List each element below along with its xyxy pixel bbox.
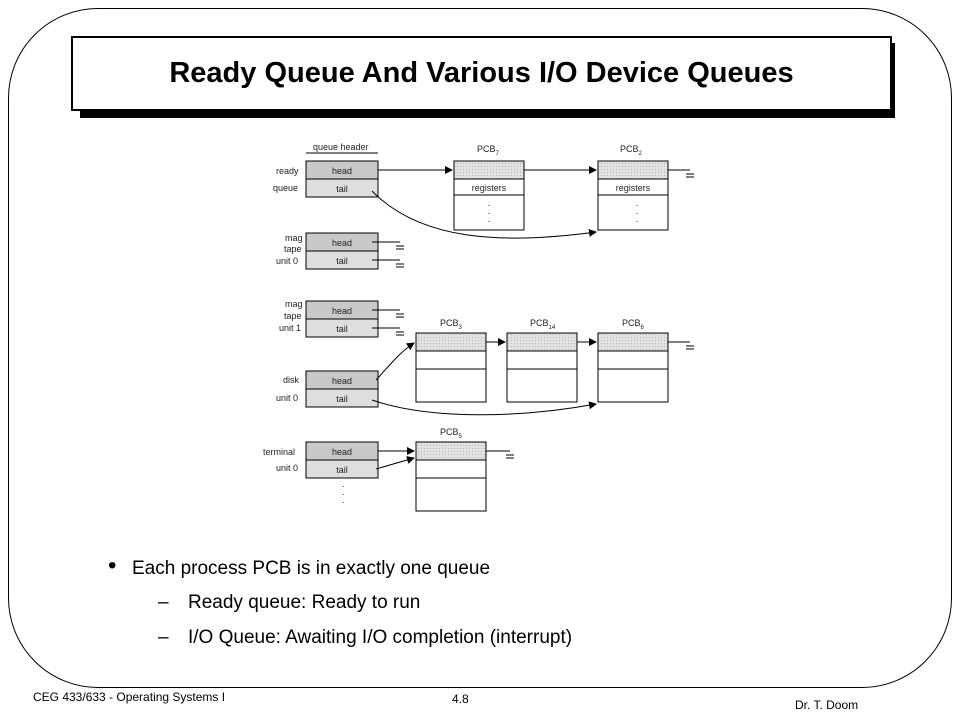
disk-tail-arrow — [371, 399, 597, 416]
pcb-5: PCB5 — [415, 427, 487, 512]
pcb-link-cell — [453, 160, 525, 180]
title-box: Ready Queue And Various I/O Device Queue… — [71, 36, 892, 111]
pcb-ellipsis: · — [487, 200, 490, 211]
head-label: head — [332, 306, 352, 316]
pcb-row — [415, 350, 487, 370]
pcb-link-cell — [415, 441, 487, 461]
pcb-row — [506, 350, 578, 370]
dash-marker: – — [158, 627, 169, 648]
pcb-body — [597, 368, 669, 403]
queue-header-label: queue header — [313, 142, 369, 152]
pcb-ellipsis: · — [635, 216, 638, 227]
disk-unit-0-queue: disk unit 0 head tail — [276, 370, 379, 408]
pcb-2: PCB2 registers · · · — [597, 144, 669, 231]
head-label: head — [332, 166, 352, 176]
head-label: head — [332, 447, 352, 457]
pcb-link-cell — [415, 332, 487, 352]
sub-bullet-text: I/O Queue: Awaiting I/O completion (inte… — [188, 627, 573, 648]
slide-frame — [8, 8, 952, 688]
null-ground-symbol — [372, 327, 404, 336]
pcb-label: PCB2 — [620, 144, 643, 157]
pcb-14: PCB14 — [506, 318, 578, 403]
pcb-ellipsis: · — [635, 200, 638, 211]
bullet-text: Each process PCB is in exactly one queue — [132, 558, 491, 579]
queue-name-line: terminal — [263, 447, 295, 457]
bullet-dot-icon: • — [108, 552, 117, 579]
tail-cell — [305, 459, 379, 479]
terminal-tail-arrow — [375, 456, 415, 470]
null-ground-symbol — [372, 309, 404, 318]
mag-tape-unit-0-queue: mag tape unit 0 head tail — [276, 232, 404, 270]
registers-label: registers — [616, 183, 651, 193]
mag-tape-unit-1-queue: mag tape unit 1 head tail — [279, 299, 404, 338]
tail-label: tail — [336, 184, 348, 194]
tail-cell — [305, 388, 379, 408]
null-ground-symbol — [372, 259, 404, 268]
pcb-body — [415, 368, 487, 403]
queue-name-line: queue — [273, 183, 298, 193]
pcb-ellipsis: · — [487, 216, 490, 227]
pcb-link-cell — [506, 332, 578, 352]
pcb-row — [597, 350, 669, 370]
dash-marker: – — [158, 592, 169, 613]
queue-list-ellipsis: · — [341, 489, 344, 500]
registers-label: registers — [472, 183, 507, 193]
pcb-3: PCB3 — [415, 318, 487, 403]
queue-name-line: ready — [276, 166, 299, 176]
ready-queue: ready queue head tail — [273, 160, 379, 198]
footer-course: CEG 433/633 - Operating Systems I — [33, 690, 226, 704]
pcb-label: PCB7 — [477, 144, 500, 157]
queue-name-line: mag — [285, 233, 303, 243]
pcb-link-cell — [597, 332, 669, 352]
null-ground-symbol — [372, 241, 404, 250]
tail-cell — [305, 178, 379, 198]
tail-label: tail — [336, 324, 348, 334]
sub-bullet-text: Ready queue: Ready to run — [188, 592, 421, 613]
footer-page-number: 4.8 — [452, 692, 469, 706]
footer-author: Dr. T. Doom — [795, 698, 859, 712]
pcb-ellipsis: · — [487, 208, 490, 219]
sub-bullet-item: –Ready queue: Ready to run — [158, 592, 420, 614]
pcb-body — [597, 194, 669, 231]
head-label: head — [332, 376, 352, 386]
queue-name-line: mag — [285, 299, 303, 309]
queue-list-ellipsis: · — [341, 497, 344, 508]
terminal-unit-0-queue: terminal unit 0 head tail · · · — [263, 441, 379, 508]
head-label: head — [332, 238, 352, 248]
pcb-label: PCB6 — [622, 318, 645, 331]
ready-tail-arrow — [371, 190, 597, 239]
tail-label: tail — [336, 256, 348, 266]
pcb-body — [415, 477, 487, 512]
queue-list-ellipsis: · — [341, 481, 344, 492]
disk-head-arrow — [375, 342, 415, 381]
queue-name-line: tape — [284, 311, 302, 321]
pcb-label: PCB3 — [440, 318, 463, 331]
pcb-6: PCB6 — [597, 318, 669, 403]
null-ground-symbol — [486, 450, 514, 459]
pcb-label: PCB14 — [530, 318, 556, 331]
pcb-body — [453, 194, 525, 231]
pcb-row — [415, 459, 487, 479]
pcb-link-cell — [597, 160, 669, 180]
pcb-ellipsis: · — [635, 208, 638, 219]
slide-title: Ready Queue And Various I/O Device Queue… — [169, 57, 794, 89]
pcb-body — [506, 368, 578, 403]
queue-name-line: unit 0 — [276, 463, 298, 473]
pcb-7: PCB7 registers · · · — [453, 144, 525, 231]
queue-name-line: unit 0 — [276, 393, 298, 403]
queue-name-line: unit 0 — [276, 256, 298, 266]
sub-bullet-item: –I/O Queue: Awaiting I/O completion (int… — [158, 627, 572, 649]
queue-name-line: tape — [284, 244, 302, 254]
queue-name-line: unit 1 — [279, 323, 301, 333]
tail-label: tail — [336, 394, 348, 404]
tail-label: tail — [336, 465, 348, 475]
null-ground-symbol — [668, 169, 694, 178]
queue-name-line: disk — [283, 375, 300, 385]
null-ground-symbol — [668, 341, 694, 350]
pcb-label: PCB5 — [440, 427, 463, 440]
